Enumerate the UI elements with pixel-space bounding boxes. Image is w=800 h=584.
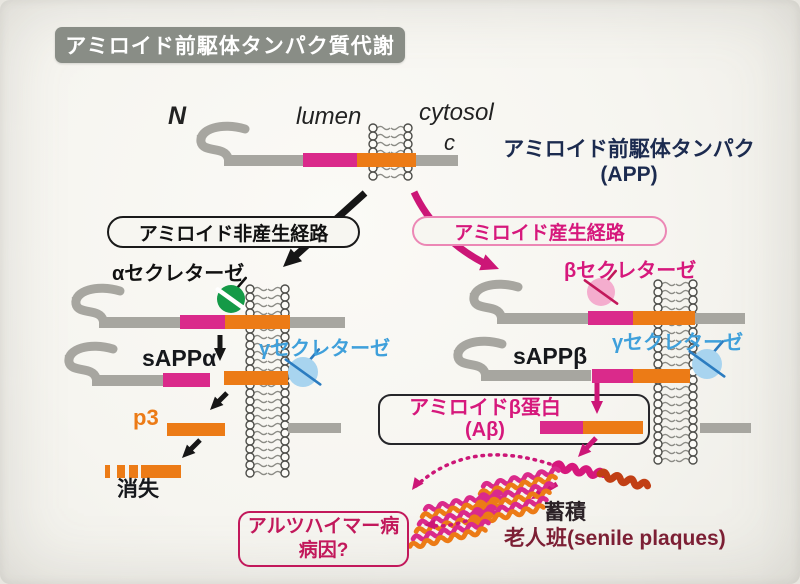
lumen-label: lumen [296,103,362,130]
gamma-secretase-right-label: γセクレターゼ [612,332,744,354]
abeta-line2: (Aβ) [465,419,505,442]
app-name-line1: アミロイド前駆体タンパク [503,138,755,161]
sapp-alpha-label: sAPPα [142,345,217,371]
abeta-line1: アミロイドβ蛋白 [409,397,561,419]
alzheimer-line2: 病因? [298,540,349,561]
diagram-title: アミロイド前駆体タンパク質代謝 [55,27,405,63]
beta-secretase-label: βセクレターゼ [564,260,697,282]
p3-label: p3 [133,405,159,430]
abeta-box: アミロイドβ蛋白 (Aβ) [378,394,650,445]
gamma-secretase-left-label: γセクレターゼ [259,338,391,360]
app-name-line2: (APP) [600,163,658,187]
vanish-label: 消失 [117,478,159,501]
abeta-label: アミロイドβ蛋白 (Aβ) [394,397,576,442]
c-terminus-label: c [444,130,455,155]
app-name-label: アミロイド前駆体タンパク (APP) [483,137,775,187]
amyloidogenic-pathway-label: アミロイド産生経路 [412,216,667,246]
senile-plaques-label: 老人班(senile plaques) [504,527,726,550]
cytosol-label: cytosol [419,99,494,126]
accumulation-label: 蓄積 [544,501,586,524]
alpha-secretase-label: αセクレターゼ [112,263,245,285]
non-amyloidogenic-pathway-label: アミロイド非産生経路 [107,216,360,248]
alzheimer-line1: アルツハイマー病 [247,516,400,538]
n-terminus-label: N [168,102,187,130]
alzheimer-box: アルツハイマー病 病因? [238,511,409,567]
sapp-beta-label: sAPPβ [513,343,588,369]
